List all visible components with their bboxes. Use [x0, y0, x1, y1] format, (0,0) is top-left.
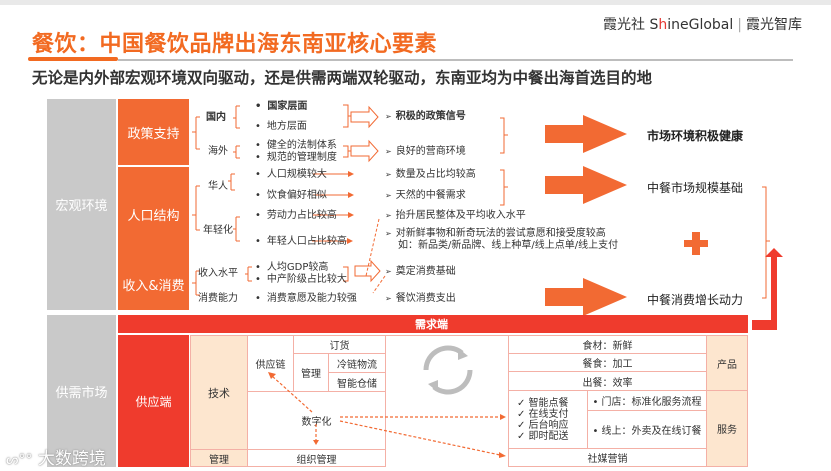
order-cell: 订货	[293, 335, 386, 354]
supply-side-label: 供应端	[118, 335, 189, 467]
org-management-cell: 组织管理	[247, 449, 386, 467]
item-legal-system: 健全的法制体系	[255, 140, 337, 152]
brand-name: 霞光社 S	[603, 17, 659, 33]
title-accent-bar	[28, 57, 118, 61]
item-diet-similar: 饮食偏好相似	[255, 190, 327, 202]
group-domestic: 国内	[206, 112, 226, 123]
top-border	[0, 0, 831, 5]
brand-name-2: ineGlobal	[667, 17, 734, 33]
demand-header: 需求端	[415, 318, 448, 331]
cold-chain-cell: 冷链物流	[328, 353, 386, 373]
product-label: 产品	[706, 335, 748, 391]
category-population: 人口结构	[118, 167, 189, 261]
watermark-text: 大数跨境	[37, 449, 106, 469]
social-marketing-cell: 社媒营销	[508, 448, 707, 467]
supply-chain-cell: 供应链	[247, 335, 294, 392]
product-row-serving: 出餐：效率	[508, 371, 707, 391]
brand-highlight: h	[658, 17, 668, 33]
macro-environment-label: 宏观环境	[47, 99, 116, 310]
category-income-consumption: 收入&消费	[118, 258, 189, 310]
check-online-payment: ✓ 在线支付	[517, 408, 569, 420]
cycle-arrows-icon	[423, 345, 473, 395]
effect-raise-income: 抬升居民整体及平均收入水平	[385, 210, 526, 222]
item-management-system: 规范的管理制度	[255, 152, 337, 164]
item-labor-ratio: 劳动力占比较高	[255, 210, 337, 222]
effect-dining-spending: 餐饮消费支出	[385, 293, 456, 305]
group-youth: 年轻化	[203, 225, 233, 236]
check-smart-order: ✓ 智能点餐	[517, 397, 569, 409]
category-policy-support: 政策支持	[118, 99, 189, 165]
smart-storage-cell: 智能仓储	[328, 372, 386, 392]
order-text: 订货	[329, 341, 350, 352]
chain-mgmt-cell: 管理	[293, 353, 329, 392]
demand-header-bar	[118, 315, 748, 333]
product-row-ingredients: 食材：新鲜	[508, 335, 707, 354]
title-divider	[118, 59, 793, 61]
effect-policy-signal: 积极的政策信号	[385, 111, 466, 123]
tech-label: 技术	[190, 335, 248, 450]
watermark: ᔕ°° 大数跨境	[6, 444, 106, 469]
item-gdp-high: 人均GDP较高	[255, 262, 328, 274]
item-middle-class: 中产阶级占比较大	[255, 274, 347, 286]
result-market-base: 中餐市场规模基础	[647, 181, 744, 195]
service-label: 服务	[706, 390, 748, 467]
product-row-meals: 餐食：加工	[508, 353, 707, 372]
digitalization-cell: 数字化	[247, 391, 386, 450]
item-population-scale: 人口规模较大	[255, 169, 327, 181]
group-overseas: 海外	[208, 146, 228, 157]
effect-natural-demand: 天然的中餐需求	[385, 190, 466, 202]
effect-business-env: 良好的营商环境	[385, 146, 466, 158]
group-income-level: 收入水平	[198, 268, 238, 279]
item-youth-ratio: 年轻人口占比较高	[255, 236, 347, 248]
brand-think-tank: 霞光智库	[745, 17, 802, 33]
management-label: 管理	[190, 449, 248, 467]
check-instant-delivery: ✓ 即时配送	[517, 430, 569, 442]
digitalization-text: 数字化	[301, 417, 332, 428]
service-store-cell: • 门店：标准化服务流程	[587, 390, 707, 411]
supply-demand-label: 供需市场	[47, 315, 116, 467]
effect-consumption-base: 奠定消费基础	[385, 266, 456, 278]
brand-separator: |	[737, 17, 742, 33]
service-online-cell: • 线上：外卖及在线订餐	[587, 410, 707, 449]
item-local-level: 地方层面	[255, 121, 307, 133]
effect-novelty-acceptance: 对新鲜事物和新奇玩法的尝试意愿和接受度较高	[385, 228, 606, 240]
effect-quantity-high: 数量及占比均较高	[385, 169, 476, 181]
item-national-level: 国家层面	[255, 101, 307, 113]
item-consumption-willing: 消费意愿及能力较强	[255, 293, 357, 305]
subtitle: 无论是内外部宏观环境双向驱动，还是供需两端双轮驱动，东南亚均为中餐出海首选目的地	[32, 69, 653, 87]
group-consumption-power: 消费能力	[198, 293, 238, 304]
effect-novelty-examples: 如：新品类/新品牌、线上种草/线上点单/线上支付	[398, 240, 619, 251]
result-healthy-market: 市场环境积极健康	[647, 129, 744, 143]
digital-checks-cell: ✓ 智能点餐 ✓ 在线支付 ✓ 后台响应 ✓ 即时配送	[508, 390, 588, 449]
brand-logo: 霞光社 ShineGlobal|霞光智库	[603, 14, 802, 34]
page-title: 餐饮：中国餐饮品牌出海东南亚核心要素	[32, 32, 438, 57]
check-backend-response: ✓ 后台响应	[517, 419, 569, 431]
result-growth-driver: 中餐消费增长动力	[647, 293, 744, 307]
watermark-logo-icon: ᔕ°°	[6, 452, 33, 468]
group-chinese: 华人	[208, 181, 228, 192]
